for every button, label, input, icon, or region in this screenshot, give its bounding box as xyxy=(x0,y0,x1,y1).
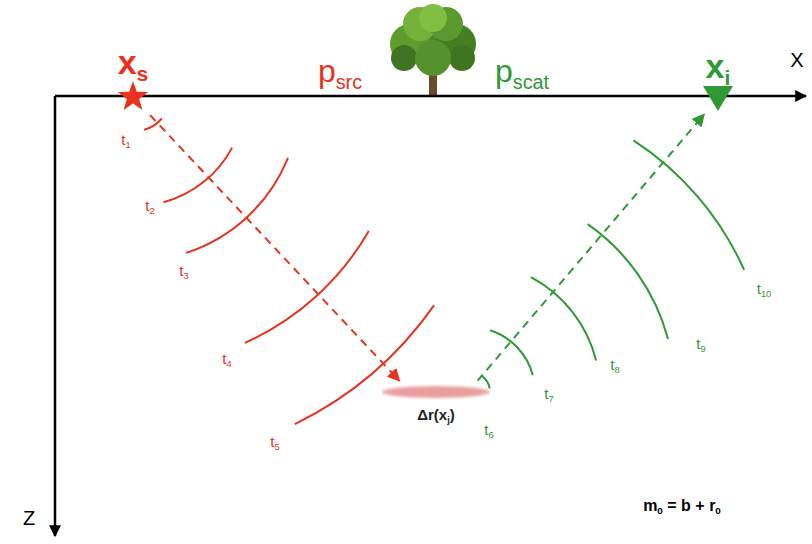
scatterer-ellipse xyxy=(382,386,490,398)
text-run: ) xyxy=(450,406,455,423)
node-shape xyxy=(378,383,494,401)
wavefield-label: psrc xyxy=(318,54,362,89)
time-label: t5 xyxy=(270,434,279,451)
subscript: 10 xyxy=(761,289,771,299)
text-run: t xyxy=(544,385,548,402)
text-run: t xyxy=(696,335,700,352)
subscript: i xyxy=(725,66,731,89)
subscript: 2 xyxy=(150,206,155,216)
time-label: t1 xyxy=(121,132,130,149)
node-label: Δr(xj) xyxy=(417,407,455,424)
text-run: t xyxy=(757,280,761,297)
time-label: t2 xyxy=(145,198,154,215)
subscript: 3 xyxy=(184,271,189,281)
node-label: xs xyxy=(118,44,149,81)
text-run: t xyxy=(121,131,125,148)
time-label: t7 xyxy=(544,386,553,403)
receiver-triangle xyxy=(703,86,733,111)
text-run: t xyxy=(179,262,183,279)
text-run: t xyxy=(610,356,614,373)
subscript: j xyxy=(447,415,450,425)
subscript: 8 xyxy=(615,365,620,375)
subscript: 4 xyxy=(227,359,232,369)
subscript: 1 xyxy=(126,140,131,150)
text-run: X xyxy=(790,49,803,71)
subscript: scat xyxy=(513,71,549,93)
wavefront-arc xyxy=(164,148,233,203)
subscript: 9 xyxy=(701,344,706,354)
wavefront-arc xyxy=(295,305,434,424)
subscript: 7 xyxy=(549,394,554,404)
text-run: t xyxy=(270,433,274,450)
node-shape xyxy=(117,81,149,113)
source-star xyxy=(118,81,148,110)
text-run: Δr(x xyxy=(417,406,447,423)
text-run: m xyxy=(643,497,657,514)
text-run: Z xyxy=(23,507,35,529)
ray-arrow xyxy=(478,114,705,380)
subscript: 6 xyxy=(489,430,494,440)
wavefront-arc xyxy=(588,224,668,339)
text-run: x xyxy=(118,43,137,81)
wavefront-arc xyxy=(482,376,490,389)
axis-label: X xyxy=(790,49,803,71)
subscript: 0 xyxy=(715,506,721,517)
time-label: t8 xyxy=(610,357,619,374)
subscript: src xyxy=(336,71,362,93)
scatterer-node: Δr(xj) xyxy=(374,383,498,424)
wavefront-arc xyxy=(633,140,744,270)
time-label: t9 xyxy=(696,336,705,353)
wavefield-label: pscat xyxy=(495,54,549,89)
time-label: t4 xyxy=(222,351,231,368)
wavefront-arc xyxy=(245,231,369,343)
text-run: p xyxy=(495,53,513,89)
subscript: s xyxy=(137,62,149,85)
node-label: xi xyxy=(706,48,731,85)
node-shape xyxy=(702,85,734,112)
model-equation: m0 = b + r0 xyxy=(643,497,721,515)
time-label: t3 xyxy=(179,263,188,280)
x-axis xyxy=(55,95,806,98)
text-run: t xyxy=(145,197,149,214)
receiver-node: xi xyxy=(698,48,738,112)
time-label: t6 xyxy=(484,422,493,439)
wavefront-arc xyxy=(186,158,288,253)
text-run: p xyxy=(318,53,336,89)
text-run: = b + r xyxy=(663,497,715,514)
wavefront-arc xyxy=(144,119,162,130)
ray-arrow xyxy=(150,115,399,381)
scattered-wavefronts xyxy=(482,140,745,388)
time-label: t10 xyxy=(757,281,772,298)
wavefront-arc xyxy=(531,277,596,360)
source-wavefronts xyxy=(144,119,434,425)
text-run: x xyxy=(706,47,725,85)
text-run: t xyxy=(222,350,226,367)
subscript: 0 xyxy=(657,506,663,517)
tree-icon xyxy=(390,4,476,96)
wavefront-arc xyxy=(490,330,533,375)
z-axis xyxy=(54,96,57,536)
subscript: 5 xyxy=(275,442,280,452)
text-run: t xyxy=(484,421,488,438)
axis-label: Z xyxy=(23,507,35,529)
source-node: xs xyxy=(113,44,153,113)
